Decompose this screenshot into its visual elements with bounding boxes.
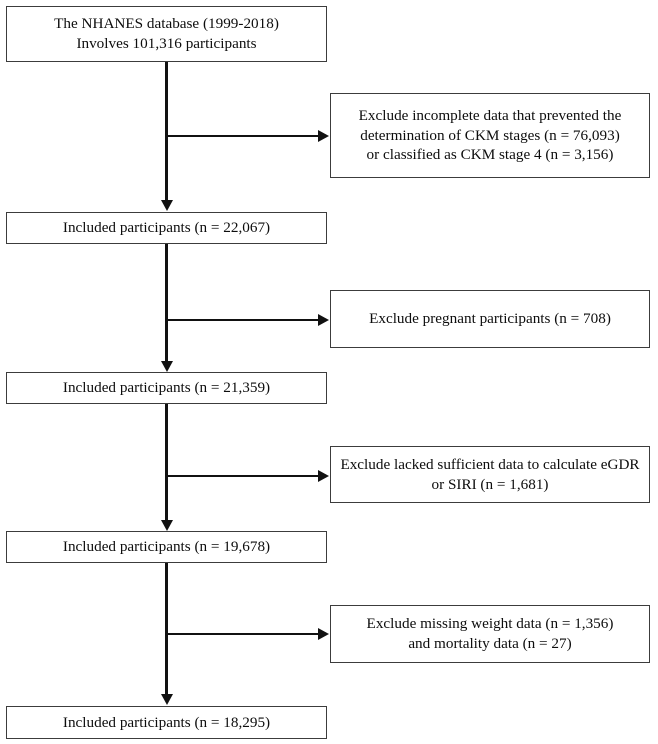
flow-node-exclusion-egdr-siri: Exclude lacked sufficient data to calcul… bbox=[330, 446, 650, 503]
connector-included2-to-included3 bbox=[165, 404, 168, 521]
connector-source-to-included1 bbox=[165, 62, 168, 201]
flow-node-exclusion-pregnant: Exclude pregnant participants (n = 708) bbox=[330, 290, 650, 348]
flow-node-included-21359-label: Included participants (n = 21,359) bbox=[62, 379, 271, 397]
arrowhead-right-to-exclusion-weight-mortality bbox=[318, 628, 329, 640]
flow-node-exclusion-incomplete-ckm-label: Exclude incomplete data that prevented t… bbox=[358, 106, 622, 164]
connector-branch-to-exclusion-egdr-siri bbox=[165, 474, 318, 478]
arrowhead-down-to-included3 bbox=[160, 520, 173, 531]
flow-node-included-21359: Included participants (n = 21,359) bbox=[6, 372, 327, 404]
arrowhead-right-to-exclusion-pregnant bbox=[318, 314, 329, 326]
arrowhead-down-to-included4 bbox=[160, 694, 173, 705]
flow-node-included-18295-label: Included participants (n = 18,295) bbox=[62, 713, 271, 731]
flow-node-source-cohort-label: The NHANES database (1999-2018) Involves… bbox=[54, 15, 279, 52]
connector-branch-to-exclusion-pregnant bbox=[165, 318, 318, 322]
flow-node-included-18295: Included participants (n = 18,295) bbox=[6, 706, 327, 739]
connector-branch-to-exclusion-incomplete-ckm bbox=[165, 134, 318, 138]
flow-node-exclusion-incomplete-ckm: Exclude incomplete data that prevented t… bbox=[330, 93, 650, 178]
connector-branch-to-exclusion-weight-mortality bbox=[165, 632, 318, 636]
flow-node-exclusion-egdr-siri-label: Exclude lacked sufficient data to calcul… bbox=[340, 455, 640, 493]
connector-included3-to-included4 bbox=[165, 563, 168, 695]
flow-node-exclusion-weight-mortality: Exclude missing weight data (n = 1,356) … bbox=[330, 605, 650, 663]
flow-node-source-cohort: The NHANES database (1999-2018) Involves… bbox=[6, 6, 327, 62]
flow-node-exclusion-weight-mortality-label: Exclude missing weight data (n = 1,356) … bbox=[366, 615, 614, 652]
flow-node-exclusion-pregnant-label: Exclude pregnant participants (n = 708) bbox=[369, 310, 611, 328]
flow-node-included-22067-label: Included participants (n = 22,067) bbox=[62, 219, 271, 237]
flow-node-included-22067: Included participants (n = 22,067) bbox=[6, 212, 327, 244]
arrowhead-right-to-exclusion-incomplete-ckm bbox=[318, 130, 329, 142]
arrowhead-right-to-exclusion-egdr-siri bbox=[318, 470, 329, 482]
arrowhead-down-to-included1 bbox=[160, 200, 173, 211]
arrowhead-down-to-included2 bbox=[160, 361, 173, 372]
flow-node-included-19678-label: Included participants (n = 19,678) bbox=[62, 538, 271, 556]
flow-node-included-19678: Included participants (n = 19,678) bbox=[6, 531, 327, 563]
connector-included1-to-included2 bbox=[165, 244, 168, 362]
